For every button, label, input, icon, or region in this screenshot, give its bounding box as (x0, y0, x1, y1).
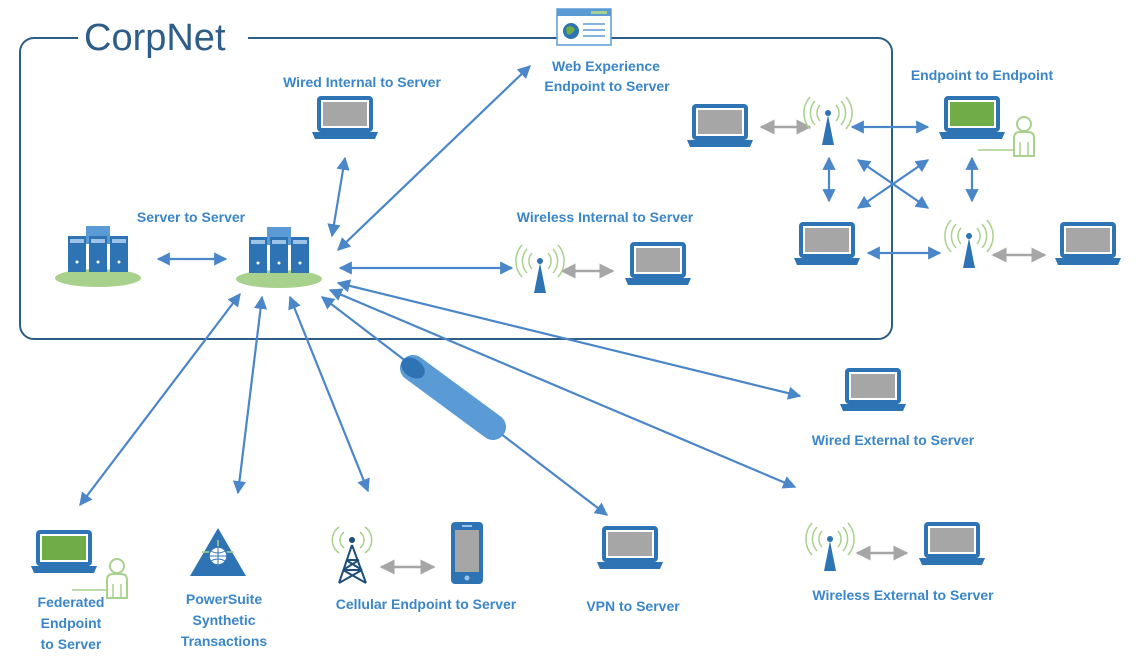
wireless-access-point-icon (805, 522, 855, 572)
powersuite-icon (190, 528, 246, 576)
labels: Wired Internal to Server Web Experience … (38, 58, 1054, 652)
label-web-experience-2: Endpoint to Server (544, 78, 670, 94)
label-wireless-internal: Wireless Internal to Server (517, 209, 694, 225)
cell-tower-icon (331, 526, 373, 584)
label-vpn: VPN to Server (586, 598, 680, 614)
laptop-icon (838, 368, 908, 413)
label-powersuite-2: Synthetic (192, 612, 255, 628)
corpnet-title: CorpNet (84, 17, 226, 59)
browser-window-icon (556, 8, 612, 46)
laptop-icon (310, 96, 380, 141)
laptop-icon (917, 522, 987, 567)
smartphone-icon (451, 522, 483, 584)
vpn-tunnel-icon (400, 355, 506, 440)
person-icon (978, 116, 1035, 157)
wireless-access-point-icon (803, 96, 853, 146)
laptop-icon (29, 530, 99, 575)
wireless-access-point-icon (944, 219, 994, 269)
label-powersuite-3: Transactions (181, 633, 268, 649)
label-server-to-server: Server to Server (137, 209, 246, 225)
server-cluster-icon (236, 227, 322, 288)
local-links (379, 119, 1047, 575)
server-connections (79, 65, 979, 516)
label-federated-3: to Server (41, 636, 102, 652)
label-wired-external: Wired External to Server (812, 432, 975, 448)
label-web-experience-1: Web Experience (552, 58, 660, 74)
laptop-icon (595, 526, 665, 571)
person-icon (72, 558, 128, 599)
label-federated-2: Endpoint (41, 615, 102, 631)
laptop-icon (1053, 222, 1123, 267)
label-federated-1: Federated (38, 594, 105, 610)
label-wired-internal: Wired Internal to Server (283, 74, 441, 90)
laptop-icon (685, 104, 755, 149)
label-cellular: Cellular Endpoint to Server (336, 596, 517, 612)
laptop-icon (792, 222, 862, 267)
corpnet-boundary (19, 37, 893, 340)
label-endpoint-to-endpoint: Endpoint to Endpoint (911, 67, 1054, 83)
server-cluster-icon (55, 226, 141, 287)
wireless-access-point-icon (515, 244, 565, 294)
label-powersuite-1: PowerSuite (186, 591, 262, 607)
label-wireless-external: Wireless External to Server (812, 587, 994, 603)
laptop-icon (937, 96, 1007, 141)
laptop-icon (623, 242, 693, 287)
